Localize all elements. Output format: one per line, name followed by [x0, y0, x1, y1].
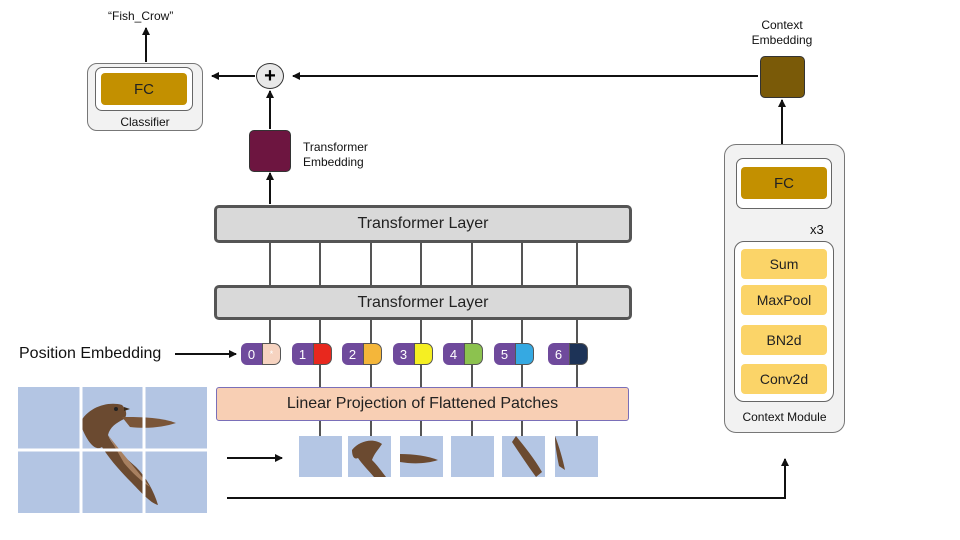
context-op-sum: Sum	[741, 249, 827, 279]
context-fc-block: FC	[741, 167, 827, 199]
patch-6	[555, 436, 598, 477]
patch-4	[451, 436, 494, 477]
position-embedding-chip	[363, 343, 382, 365]
bird-image	[18, 387, 207, 513]
position-embedding-label: Position Embedding	[19, 345, 162, 362]
position-embedding-chip	[414, 343, 433, 365]
input-image	[18, 387, 207, 513]
context-embedding-label: Context Embedding	[751, 18, 813, 47]
token-1: 1	[292, 343, 332, 365]
repeat-label: x3	[810, 222, 824, 237]
token-2: 2	[342, 343, 382, 365]
position-embedding-chip	[515, 343, 534, 365]
transformer-layer-bottom: Transformer Layer	[214, 285, 632, 320]
transformer-embedding-block	[249, 130, 291, 172]
transformer-layer-top: Transformer Layer	[214, 205, 632, 243]
position-embedding-chip	[569, 343, 588, 365]
token-index: 2	[342, 343, 363, 365]
linear-projection-block: Linear Projection of Flattened Patches	[216, 387, 629, 421]
token-3: 3	[393, 343, 433, 365]
transformer-embedding-label: Transformer Embedding	[303, 140, 368, 169]
context-op-maxpool: MaxPool	[741, 285, 827, 315]
token-4: 4	[443, 343, 483, 365]
token-index: 0	[241, 343, 262, 365]
token-index: 5	[494, 343, 515, 365]
token-6: 6	[548, 343, 588, 365]
token-index: 4	[443, 343, 464, 365]
output-class-label: “Fish_Crow”	[108, 9, 174, 23]
patch-1	[299, 436, 342, 477]
arrows	[142, 27, 789, 499]
patch-2	[348, 436, 391, 477]
position-embedding-chip	[313, 343, 332, 365]
context-op-conv2d: Conv2d	[741, 364, 827, 394]
combine-plus-node: +	[256, 63, 284, 89]
context-module-label: Context Module	[742, 410, 827, 424]
token-5: 5	[494, 343, 534, 365]
token-index: 6	[548, 343, 569, 365]
position-embedding-chip	[464, 343, 483, 365]
context-op-bn2d: BN2d	[741, 325, 827, 355]
position-embedding-chip: *	[262, 343, 281, 365]
token-index: 1	[292, 343, 313, 365]
layer-connectors	[269, 242, 578, 436]
context-embedding-block	[760, 56, 805, 98]
patch-5	[502, 436, 545, 477]
token-index: 3	[393, 343, 414, 365]
classifier-label: Classifier	[120, 115, 170, 129]
classifier-fc-block: FC	[101, 73, 187, 105]
patch-3	[400, 436, 443, 477]
token-0: 0 *	[241, 343, 281, 365]
